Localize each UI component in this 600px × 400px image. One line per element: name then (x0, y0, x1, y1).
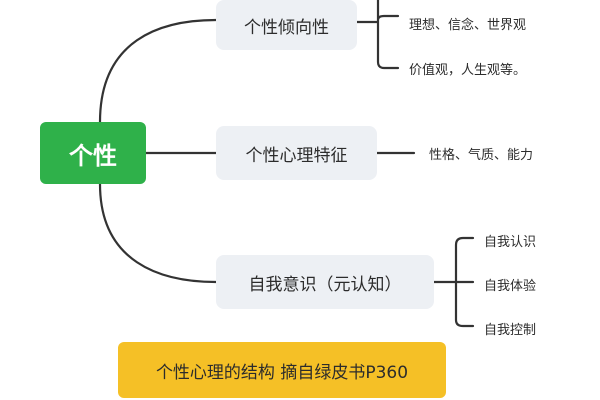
branch-label: 个性心理特征 (245, 145, 348, 166)
root-label: 个性 (69, 141, 117, 170)
connector-root-to-self-awareness (98, 182, 218, 284)
connector-self-awareness-bracket (432, 236, 475, 328)
connector-root-to-tendency (98, 18, 218, 124)
branch-node-personality-traits: 个性心理特征 (216, 126, 377, 180)
leaf-self-cognition: 自我认识 (484, 235, 537, 250)
source-note-text: 个性心理的结构 摘自绿皮书P360 (155, 362, 409, 383)
leaf-self-experience: 自我体验 (484, 279, 537, 294)
leaf-ideals: 理想、信念、世界观 (409, 18, 527, 33)
root-node-personality: 个性 (40, 122, 146, 184)
branch-label: 自我意识（元认知） (248, 274, 402, 295)
leaf-self-control: 自我控制 (484, 323, 537, 338)
connector-tendency-bracket (355, 0, 400, 70)
leaf-character-temperament-ability: 性格、气质、能力 (429, 148, 534, 163)
leaf-values: 价值观，人生观等。 (409, 63, 527, 78)
branch-node-personality-tendency: 个性倾向性 (216, 0, 357, 50)
branch-node-self-awareness: 自我意识（元认知） (216, 255, 434, 309)
source-note: 个性心理的结构 摘自绿皮书P360 (118, 342, 446, 398)
branch-label: 个性倾向性 (244, 17, 329, 38)
